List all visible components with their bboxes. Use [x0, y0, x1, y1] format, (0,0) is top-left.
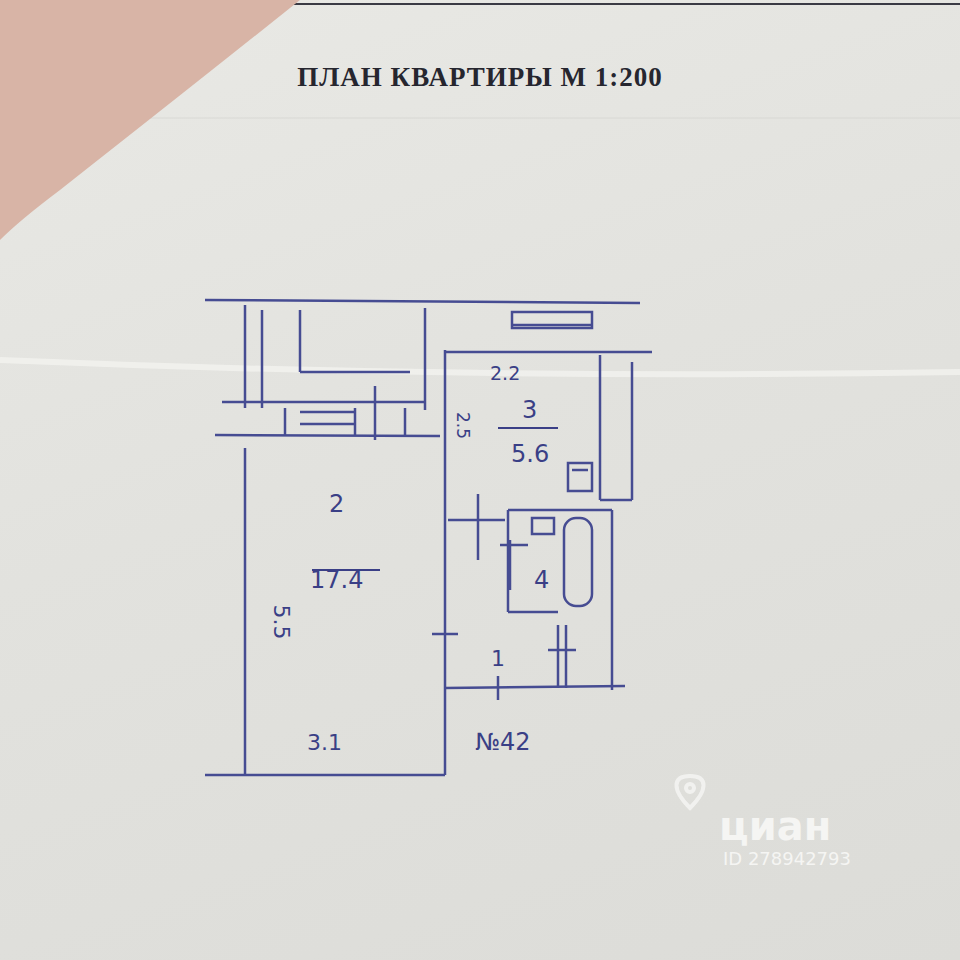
room-box: 35.6 [450, 355, 600, 500]
room-number: 2 [329, 492, 344, 516]
watermark: циан [719, 806, 831, 846]
room-number: 4 [534, 568, 549, 592]
finger [0, 0, 300, 240]
dimension: 3.1 [307, 732, 342, 754]
dimension: 2.5 [454, 412, 471, 439]
room-box: 4 [512, 512, 602, 610]
apartment-number: №42 [475, 730, 531, 754]
fraction-lines [312, 428, 558, 570]
room-number: 1 [491, 648, 505, 670]
room-number: 3 [522, 398, 537, 422]
plan-title: ПЛАН КВАРТИРЫ М 1:200 [0, 62, 960, 93]
walls [205, 300, 652, 775]
dimension: 5.5 [270, 605, 292, 640]
room-box: 1 [450, 500, 512, 688]
room-area: 5.6 [511, 442, 549, 466]
watermark-pin [677, 776, 704, 808]
watermark-id: ID 278942793 [723, 850, 851, 868]
room-area: 17.4 [310, 568, 363, 592]
dimension: 2.2 [490, 364, 520, 383]
